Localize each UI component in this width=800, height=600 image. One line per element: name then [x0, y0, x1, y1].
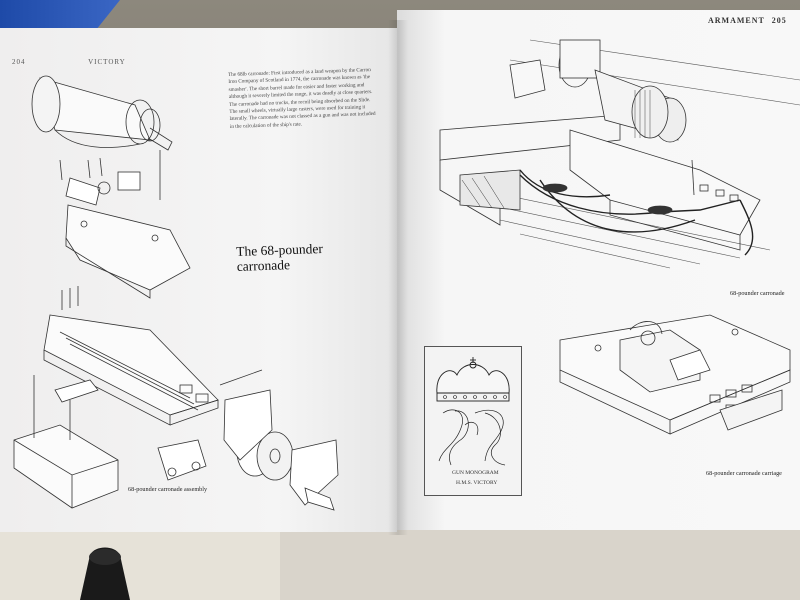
left-page-number: 204: [12, 58, 26, 66]
stapler: [80, 547, 130, 600]
carronade-barrel-drawing: [13, 75, 339, 511]
carronade-carriage-drawing: [559, 314, 791, 435]
gun-monogram-panel: [424, 346, 522, 496]
left-running-title: VICTORY: [88, 58, 126, 66]
left-running-head: 204 VICTORY: [12, 58, 126, 66]
desk-foreground-left: [0, 520, 280, 600]
carriage-caption: 68-pounder carronade carriage: [706, 470, 782, 477]
right-page-number: 205: [771, 16, 787, 25]
book-gutter: [388, 20, 408, 535]
carronade-deck-drawing: [439, 39, 800, 269]
crown-monogram-drawing: [436, 357, 510, 466]
right-running-title: ARMAMENT: [708, 16, 765, 25]
monogram-caption-line2: H.M.S. VICTORY: [456, 480, 498, 486]
assembly-caption: 68-pounder carronade assembly: [128, 486, 208, 493]
right-running-head: ARMAMENT 205: [708, 16, 787, 25]
monogram-caption-line1: GUN MONOGRAM: [452, 470, 499, 476]
carronade-caption: 68-pounder carronade: [730, 290, 785, 297]
